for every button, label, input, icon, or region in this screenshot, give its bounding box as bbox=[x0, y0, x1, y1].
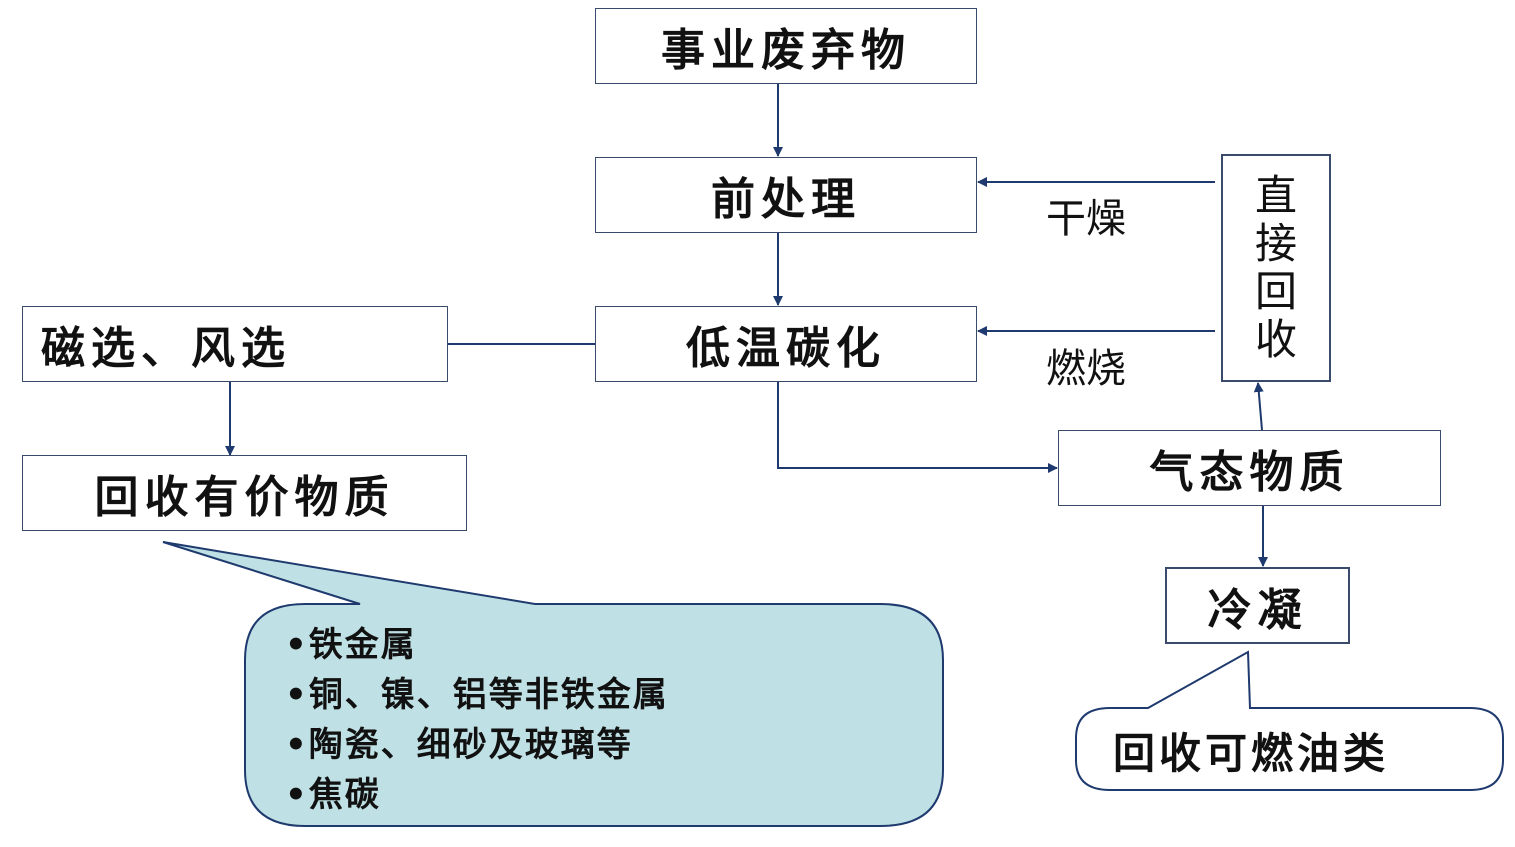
arrow-gas-to-direct-recovery bbox=[1253, 382, 1264, 431]
callout-valuable-item: •焦碳 bbox=[285, 775, 381, 815]
node-carbonize: 低温碳化 bbox=[595, 306, 977, 382]
edge-label-burn: 燃烧 bbox=[1046, 346, 1126, 392]
direct-recovery-char-2: 接 bbox=[1254, 219, 1297, 268]
node-waste: 事业废弃物 bbox=[595, 8, 977, 84]
edge-label-dry: 干燥 bbox=[1046, 196, 1126, 242]
node-recover-valuable: 回收有价物质 bbox=[22, 455, 467, 531]
callout-valuable-shape bbox=[162, 541, 944, 827]
callout-oil-text: 回收可燃油类 bbox=[1113, 729, 1390, 778]
callout-valuable-list: •铁金属 •铜、镍、铝等非铁金属 •陶瓷、细砂及玻璃等 •焦碳 bbox=[285, 620, 669, 820]
direct-recovery-char-1: 直 bbox=[1254, 171, 1297, 220]
node-direct-recovery: 直 接 回 收 bbox=[1221, 154, 1331, 382]
callout-valuable-item: •铁金属 bbox=[285, 625, 417, 665]
callout-valuable-item: •陶瓷、细砂及玻璃等 bbox=[285, 725, 633, 765]
node-pretreat: 前处理 bbox=[595, 157, 977, 233]
callout-oil-shape bbox=[1075, 650, 1504, 791]
callout-valuable-item: •铜、镍、铝等非铁金属 bbox=[285, 675, 669, 715]
node-separation: 磁选、风选 bbox=[22, 306, 448, 382]
node-condense: 冷凝 bbox=[1165, 567, 1350, 644]
arrow-carbonize-to-gas bbox=[777, 381, 1058, 473]
direct-recovery-char-3: 回 bbox=[1254, 267, 1297, 316]
node-gas: 气态物质 bbox=[1058, 430, 1441, 506]
direct-recovery-char-4: 收 bbox=[1254, 315, 1297, 364]
